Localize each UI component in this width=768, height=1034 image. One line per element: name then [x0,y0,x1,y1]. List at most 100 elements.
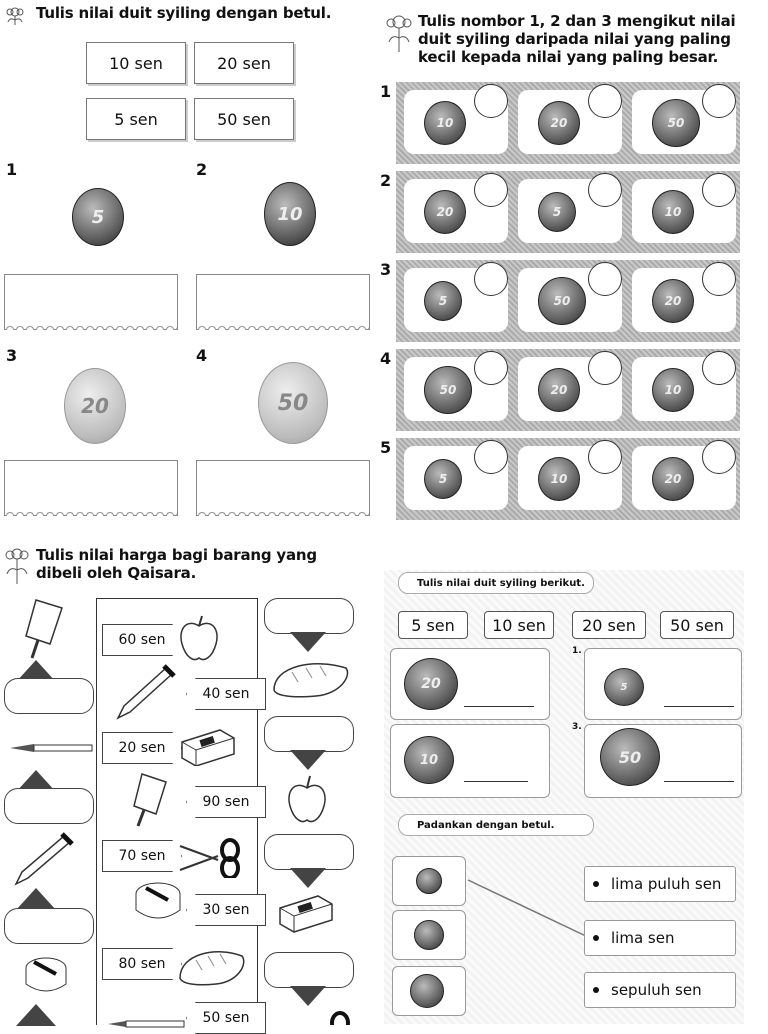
sharpener-icon [134,880,182,928]
q4-answer-blank[interactable] [464,781,528,782]
q3-answer-cloud[interactable] [4,678,94,714]
apple-icon [178,614,220,668]
q4-answer-blank[interactable] [664,706,734,707]
q4-item-label: 3. [572,722,582,732]
down-arrow-icon [290,750,326,770]
price-tag: 80 sen [102,948,182,980]
coin-5-sen: 5 [72,188,124,246]
q2-coin-card: 10 [632,357,736,421]
sharpener-icon [24,956,68,1000]
q1-title: Tulis nilai duit syiling dengan betul. [36,4,332,22]
coin-50-sen: 50 [652,99,700,147]
q3-answer-cloud[interactable] [264,716,354,752]
coin-20-sen: 20 [652,279,694,323]
q2-answer-circle[interactable] [702,262,736,296]
q1-option: 5 sen [86,98,186,140]
q2-answer-circle[interactable] [702,351,736,385]
q2-answer-circle[interactable] [474,351,508,385]
ice-cream-icon [22,598,68,664]
price-tag: 70 sen [102,840,182,872]
q3-title: Tulis nilai harga bagi barang yang dibel… [36,546,317,582]
bread-icon [176,944,248,990]
q2-row-number: 3 [380,260,392,279]
pencil-icon [114,664,176,726]
coin-5-sen: 5 [538,192,576,232]
up-arrow-icon [16,1004,56,1026]
q5-answer-option[interactable]: lima sen [584,920,736,956]
q4-answer-blank[interactable] [464,706,534,707]
q2-answer-circle[interactable] [474,440,508,474]
coin-20-sen: 20 [404,658,458,710]
q5-answer-label: lima puluh sen [611,875,722,893]
q1-answer-box[interactable] [196,460,370,516]
q2-coin-card: 10 [404,90,508,154]
up-arrow-icon [16,888,56,910]
q2-row-number: 4 [380,349,392,368]
coin-10-sen: 10 [404,736,454,784]
bullet-icon [593,987,599,993]
q5-answer-option[interactable]: lima puluh sen [584,866,736,902]
q2-answer-circle[interactable] [588,351,622,385]
down-arrow-icon [290,868,326,888]
eraser-icon [180,726,236,770]
q5-answer-option[interactable]: sepuluh sen [584,972,736,1008]
coin-50-sen: 50 [258,362,328,444]
q1-option: 10 sen [86,42,186,84]
q2-answer-circle[interactable] [588,262,622,296]
eraser-icon [278,892,334,938]
q3-answer-cloud[interactable] [4,788,94,824]
q3-answer-cloud[interactable] [264,952,354,988]
q2-title: Tulis nombor 1, 2 dan 3 mengikut nilai d… [418,12,736,66]
coin-10-sen: 10 [264,182,316,246]
q4-option: 50 sen [660,611,734,639]
q3-answer-cloud[interactable] [4,908,94,944]
q1-answer-box[interactable] [196,274,370,330]
q1-answer-box[interactable] [4,274,178,330]
scissors-icon [320,1010,350,1034]
q4-option: 10 sen [484,611,554,639]
pencil-icon [12,832,74,892]
q3-answer-cloud[interactable] [264,834,354,870]
q1-number: 3 [6,346,18,365]
flower-icon [4,4,26,26]
scissors-icon [178,838,242,882]
q4-option: 5 sen [398,611,468,639]
bread-icon [270,656,352,702]
coin-50-sen: 50 [600,728,660,786]
q2-answer-circle[interactable] [588,173,622,207]
q2-answer-circle[interactable] [474,262,508,296]
q1-number: 1 [6,160,18,179]
bullet-icon [593,935,599,941]
coin-20-sen: 20 [538,368,580,412]
q4-answer-blank[interactable] [664,781,734,782]
up-arrow-icon [16,770,56,792]
q2-answer-circle[interactable] [702,84,736,118]
coin-icon [414,920,444,950]
q2-answer-circle[interactable] [474,84,508,118]
coin-10-sen: 10 [424,101,466,145]
q2-coin-card: 10 [518,446,622,510]
q1-number: 4 [196,346,208,365]
q2-answer-circle[interactable] [588,84,622,118]
q2-answer-circle[interactable] [588,440,622,474]
coin-5-sen: 5 [424,281,462,321]
q2-row-number: 2 [380,171,392,190]
match-line [467,879,591,939]
q1-answer-box[interactable] [4,460,178,516]
q3-answer-cloud[interactable] [264,598,354,634]
q2-answer-circle[interactable] [702,440,736,474]
ice-cream-icon [130,772,170,832]
q1-option: 20 sen [194,42,294,84]
price-tag: 90 sen [186,786,266,818]
q2-row-number: 5 [380,438,392,457]
q5-answer-label: lima sen [611,929,675,947]
q2-answer-circle[interactable] [474,173,508,207]
paintbrush-icon [8,740,94,760]
q2-answer-circle[interactable] [702,173,736,207]
q4-title: Tulis nilai duit syiling berikut. [398,572,594,594]
